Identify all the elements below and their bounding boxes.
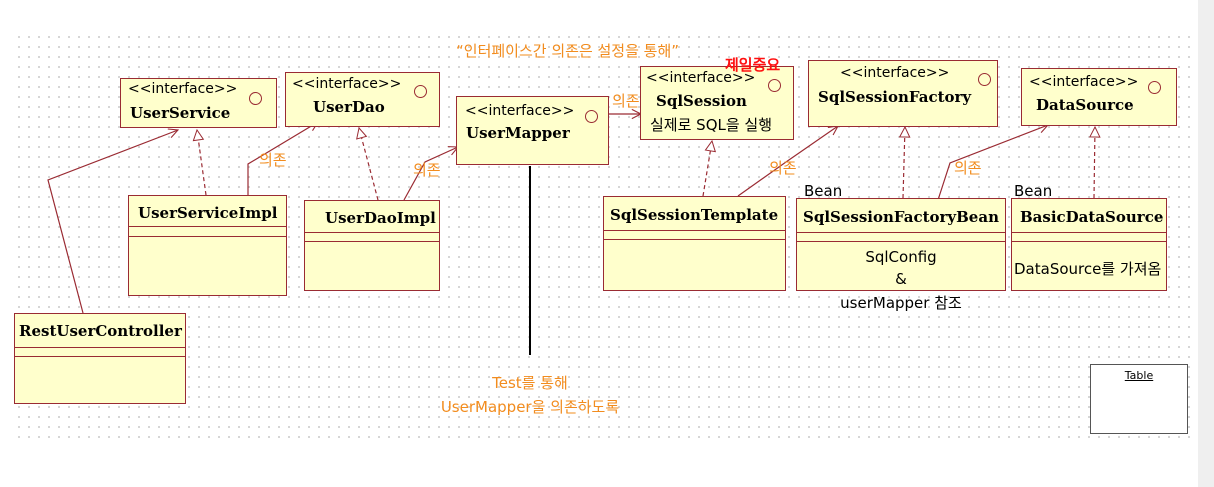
bean-label: Bean: [804, 182, 843, 200]
class-divider: [604, 230, 785, 231]
depend-label: 의존: [612, 92, 640, 110]
realize-template-sqlsession: [702, 141, 712, 197]
class-name: SqlSessionTemplate: [610, 206, 779, 224]
stereotype-label: <<interface>>: [1029, 74, 1139, 90]
interface-sql-session-factory[interactable]: <<interface>> SqlSessionFactory: [808, 60, 998, 127]
realize-factorybean-factory: [903, 127, 905, 199]
interface-name: SqlSessionFactory: [818, 88, 972, 106]
vertical-scrollbar[interactable]: [1198, 0, 1214, 487]
class-divider: [15, 347, 185, 348]
class-divider: [1012, 232, 1166, 233]
assoc-userdaoimpl-usermapper: [403, 147, 458, 201]
stereotype-label: <<interface>>: [646, 70, 756, 86]
class-divider: [305, 232, 439, 233]
class-basic-data-source[interactable]: BasicDataSource: [1011, 198, 1167, 291]
interface-icon: [249, 92, 262, 105]
class-name: UserServiceImpl: [138, 204, 278, 222]
depend-label: 의존: [413, 161, 441, 179]
interface-data-source[interactable]: <<interface>> DataSource: [1021, 68, 1177, 126]
class-name: SqlSessionFactoryBean: [803, 208, 999, 226]
class-name: UserDaoImpl: [325, 209, 436, 227]
factory-bean-note-line3: userMapper 참조: [840, 294, 962, 312]
class-divider: [797, 241, 1005, 242]
class-name: RestUserController: [19, 322, 182, 340]
stereotype-label: <<interface>>: [465, 103, 575, 119]
factory-bean-note-line1: SqlConfig: [865, 248, 937, 266]
depend-label: 의존: [954, 159, 982, 177]
class-divider: [797, 232, 1005, 233]
class-user-dao-impl[interactable]: UserDaoImpl: [304, 200, 440, 291]
class-rest-user-controller[interactable]: RestUserController: [14, 313, 186, 404]
interface-icon: [768, 79, 781, 92]
class-user-service-impl[interactable]: UserServiceImpl: [128, 195, 287, 296]
interface-icon: [414, 85, 427, 98]
interface-user-service[interactable]: <<interface>> UserService: [120, 78, 277, 128]
realize-basicds-datasource: [1094, 127, 1095, 199]
interface-icon: [1148, 81, 1161, 94]
depend-label: 의존: [769, 159, 797, 177]
depend-label: 의존: [259, 151, 287, 169]
bean-label: Bean: [1014, 182, 1053, 200]
interface-user-mapper[interactable]: <<interface>> UserMapper: [456, 96, 609, 165]
assoc-userserviceimpl-userdao: [247, 122, 318, 200]
realize-userserviceimpl-userservice: [197, 130, 207, 196]
assoc-factorybean-datasource: [937, 125, 1048, 201]
top-note: “인터페이스간 의존은 설정을 통해”: [456, 42, 680, 60]
interface-icon: [978, 73, 991, 86]
class-divider: [129, 226, 286, 227]
important-label: 제일중요: [725, 56, 781, 74]
class-divider: [1012, 241, 1166, 242]
interface-name: UserDao: [313, 98, 385, 116]
class-sql-session-factory-bean[interactable]: SqlSessionFactoryBean: [796, 198, 1006, 291]
table-label: Table: [1124, 369, 1154, 382]
stereotype-label: <<interface>>: [840, 65, 950, 81]
realize-userdaoimpl-userdao: [359, 128, 379, 201]
interface-name: UserService: [130, 104, 231, 122]
class-divider: [15, 356, 185, 357]
class-divider: [604, 239, 785, 240]
class-name: BasicDataSource: [1020, 208, 1164, 226]
class-sql-session-template[interactable]: SqlSessionTemplate: [603, 196, 786, 291]
class-divider: [129, 236, 286, 237]
factory-bean-note-line2: &: [895, 270, 907, 288]
stereotype-label: <<interface>>: [128, 81, 238, 97]
assoc-controller-userservice: [47, 130, 178, 314]
stereotype-label: <<interface>>: [292, 76, 402, 92]
interface-name: SqlSession: [656, 92, 747, 110]
basic-data-source-note: DataSource를 가져옴: [1014, 260, 1162, 278]
interface-user-dao[interactable]: <<interface>> UserDao: [285, 72, 440, 127]
interface-icon: [585, 110, 598, 123]
interface-name: UserMapper: [466, 124, 570, 142]
interface-name: DataSource: [1036, 96, 1134, 114]
assoc-template-factory: [737, 126, 838, 197]
table-element[interactable]: Table: [1090, 364, 1188, 434]
test-note-line2: UserMapper을 의존하도록: [440, 398, 620, 416]
test-note-line1: Test를 통해: [492, 374, 568, 392]
sqlsession-description: 실제로 SQL을 실행: [650, 116, 773, 134]
interface-sql-session[interactable]: <<interface>> SqlSession 실제로 SQL을 실행: [640, 66, 794, 140]
class-divider: [305, 241, 439, 242]
